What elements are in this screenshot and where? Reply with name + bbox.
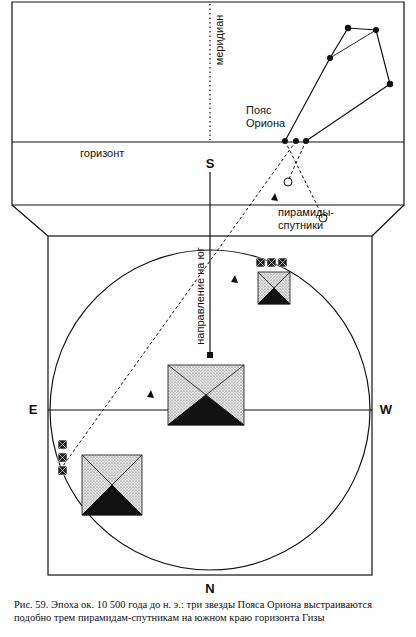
direction-letter: E <box>29 403 38 418</box>
satellite-label: пирамиды-спутники <box>278 206 348 231</box>
direction-letter: N <box>205 582 214 597</box>
direction-letter: W <box>380 403 392 418</box>
belt-label: Пояс Ориона <box>246 104 306 129</box>
meridian-label: меридиан <box>213 15 226 66</box>
figure-caption: Рис. 59. Эпоха ок. 10 500 года до н. э.:… <box>14 598 402 624</box>
direction-letter: S <box>204 157 217 172</box>
south-direction-label: направление на юг <box>194 247 207 344</box>
horizon-label: горизонт <box>80 147 124 160</box>
